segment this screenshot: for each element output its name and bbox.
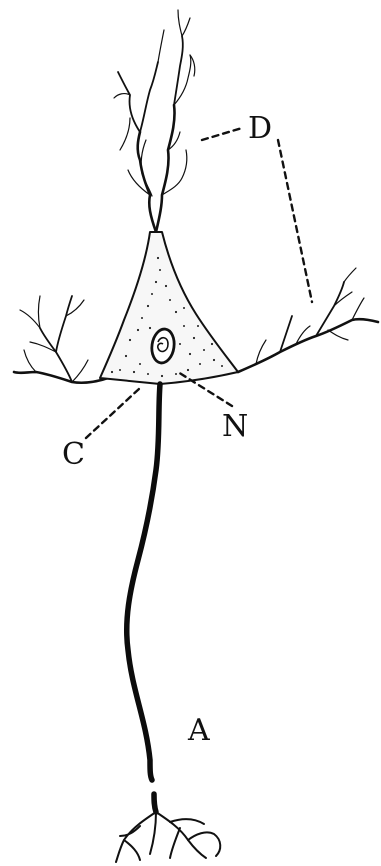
axon <box>127 384 160 780</box>
label-dendrites: D <box>248 111 272 146</box>
label-axon: A <box>187 713 210 748</box>
cell-body <box>100 232 238 384</box>
apical-dendrite <box>114 10 195 232</box>
axon-terminal <box>116 812 220 862</box>
leader-line-d-basal <box>278 140 312 302</box>
label-cell-body: C <box>62 437 85 472</box>
label-nucleus: N <box>222 409 248 444</box>
axon-lower <box>154 794 156 812</box>
leader-line-c <box>86 388 140 438</box>
basal-dendrite-left <box>14 296 108 383</box>
leader-line-d-apical <box>202 128 242 140</box>
